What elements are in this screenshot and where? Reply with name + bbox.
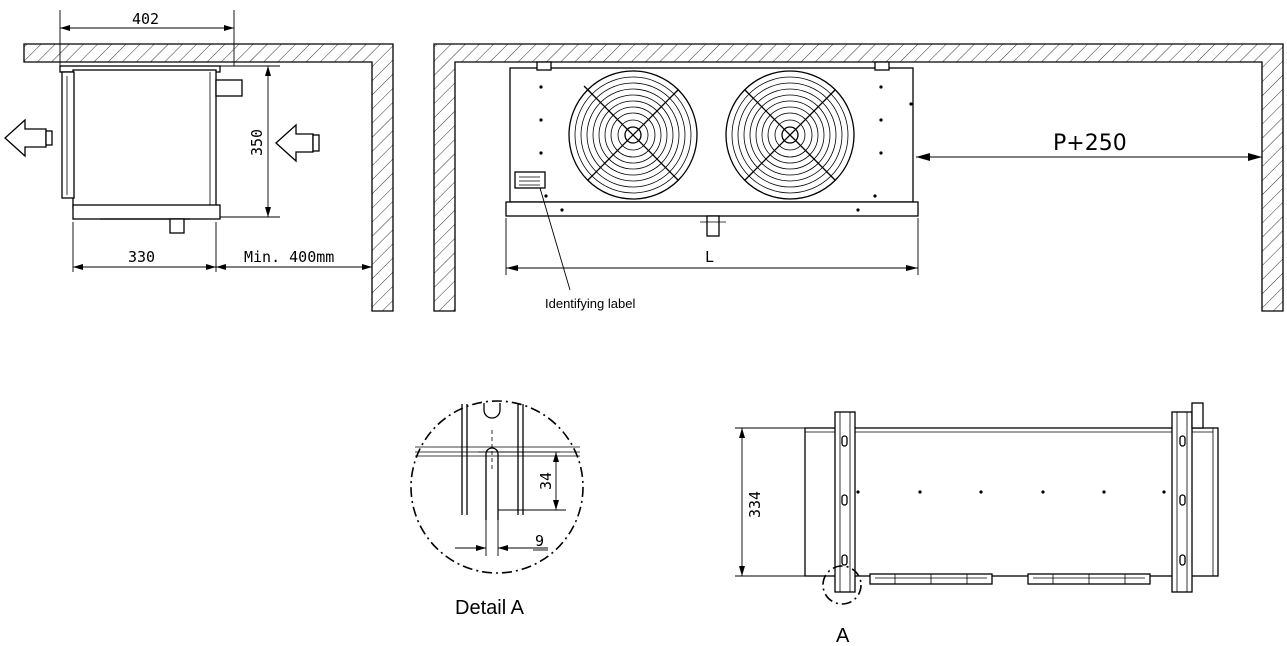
front-unit-drain [706,215,720,237]
side-unit-pipe [215,79,243,97]
detail-a-caption: Detail A [455,597,525,619]
side-unit-tray [72,204,221,220]
dim-402-label: 402 [132,10,159,28]
dim-334-label: 334 [746,491,764,518]
identifying-label-leader [539,187,571,291]
front-unit-tray [505,201,919,217]
dim-p250-label: P+250 [1053,131,1127,156]
front-unit-screws [539,85,913,212]
detail-a-view: 34 9 Detail A [410,400,584,619]
identifying-label-note: Identifying label [545,296,635,311]
dim-clearance-label: Min. 400mm [244,248,334,266]
detail-a-marker-circle [822,565,862,605]
top-bracket-holes [841,435,1186,566]
side-unit-body [72,69,217,209]
fan-2-icon [725,70,855,200]
dim-9-label: 9 [535,532,544,550]
front-view: Identifying label P+250 L [433,43,1284,312]
front-unit-body [509,67,914,203]
fan-1-icon [568,70,698,200]
detail-a-marker-label: A [836,625,850,646]
top-unit-body [804,427,1219,577]
dim-34-label: 34 [537,472,555,490]
top-view: 334 A [735,402,1219,646]
side-unit-fan-guard [61,71,75,199]
side-unit-drain [169,218,185,234]
side-view: 402 350 330 Min. 400mm [4,10,394,312]
side-ceiling-hatch [23,43,394,312]
airflow-in-arrow-icon [275,123,314,163]
detail-a-boundary [410,400,584,574]
dim-l-label: L [705,248,714,266]
dim-350-label: 350 [248,129,266,156]
top-unit-dots [856,490,1166,494]
identifying-label-plate [514,171,546,189]
airflow-out-arrow-icon [4,118,47,158]
front-room-hatch [433,43,1284,312]
dim-330-label: 330 [128,248,155,266]
